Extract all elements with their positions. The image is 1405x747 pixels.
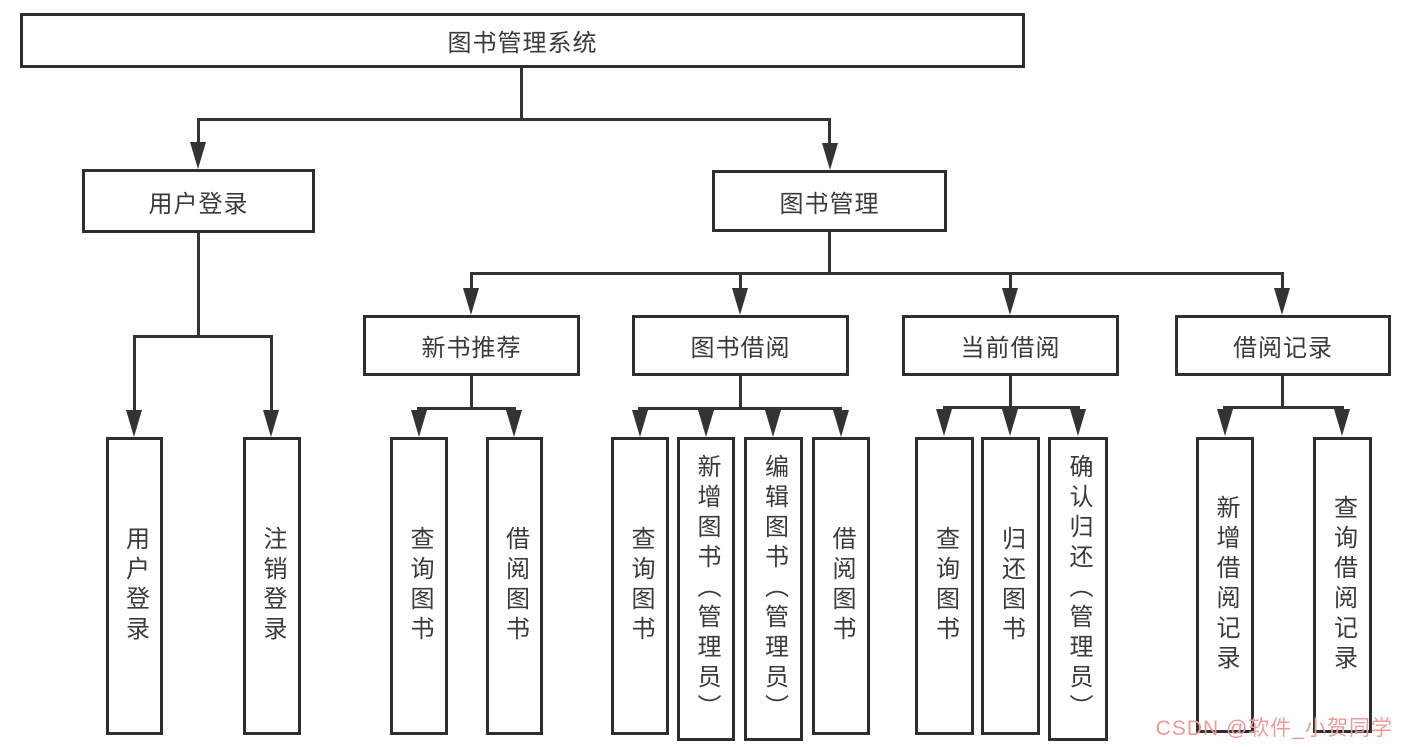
arrowhead-logout <box>263 410 279 437</box>
leaf-query-books-recommend: 查询图书 <box>390 437 448 735</box>
leaf-query-borrow-record-label: 查询借阅记录 <box>1329 495 1357 675</box>
node-book-borrowing: 图书借阅 <box>632 315 849 376</box>
arrowhead-new-book-recommend <box>463 288 479 315</box>
connector-borrow-records-stem <box>1281 376 1284 406</box>
leaf-add-books-admin: 新增图书（管理员） <box>677 437 735 741</box>
leaf-add-borrow-record-label: 新增借阅记录 <box>1212 495 1239 675</box>
connector-drop-new-book-recommend <box>470 275 473 290</box>
leaf-confirm-return-admin: 确认归还（管理员） <box>1048 437 1108 741</box>
node-new-book-recommend-label: 新书推荐 <box>421 335 522 362</box>
node-root: 图书管理系统 <box>20 13 1025 68</box>
node-current-borrowing: 当前借阅 <box>902 315 1119 376</box>
watermark: CSDN @软件_小贺同学 <box>1155 717 1393 740</box>
connector-drop-borrow-records <box>1281 275 1284 290</box>
leaf-query-books-current: 查询图书 <box>915 437 974 735</box>
leaf-logout: 注销登录 <box>243 437 301 735</box>
arrowhead-bb-borrow <box>833 410 849 437</box>
node-user-login-label: 用户登录 <box>148 190 249 218</box>
arrowhead-book-management <box>822 143 838 170</box>
leaf-borrow-books-borrowing: 借阅图书 <box>812 437 870 735</box>
leaf-query-books-borrowing-label: 查询图书 <box>627 526 654 646</box>
node-user-login: 用户登录 <box>82 169 315 233</box>
connector-new-book-stem <box>470 376 473 407</box>
node-book-management: 图书管理 <box>712 170 947 232</box>
leaf-user-login-label: 用户登录 <box>121 526 149 646</box>
node-root-label: 图书管理系统 <box>447 30 598 57</box>
connector-drop-login <box>133 338 136 412</box>
arrowhead-cb-confirm <box>1070 409 1086 436</box>
leaf-user-login: 用户登录 <box>106 437 163 735</box>
arrowhead-br-query <box>1334 409 1350 436</box>
connector-user-login-bar <box>133 335 273 338</box>
arrowhead-nb-borrow <box>506 410 522 437</box>
arrowhead-bb-edit <box>765 410 781 437</box>
connector-drop-logout <box>270 338 273 412</box>
node-book-borrowing-label: 图书借阅 <box>690 335 791 362</box>
arrowhead-book-borrowing <box>732 288 748 315</box>
arrowhead-current-borrowing <box>1002 288 1018 315</box>
arrowhead-user-login <box>190 142 206 169</box>
connector-book-management-stem <box>828 232 831 272</box>
connector-book-borrowing-bar <box>638 407 841 410</box>
connector-drop-book-management <box>828 118 831 144</box>
arrowhead-cb-return <box>1002 409 1018 436</box>
leaf-return-books: 归还图书 <box>981 437 1040 735</box>
connector-drop-current-borrowing <box>1009 275 1012 290</box>
connector-drop-book-borrowing <box>739 275 742 290</box>
node-new-book-recommend: 新书推荐 <box>363 315 580 376</box>
arrowhead-bb-add <box>698 410 714 437</box>
leaf-borrow-books-recommend-label: 借阅图书 <box>501 526 529 646</box>
node-borrow-records: 借阅记录 <box>1175 315 1391 376</box>
leaf-query-borrow-record: 查询借阅记录 <box>1313 437 1372 733</box>
leaf-return-books-label: 归还图书 <box>997 526 1025 646</box>
connector-new-book-bar <box>417 407 516 410</box>
leaf-edit-books-admin: 编辑图书（管理员） <box>744 437 803 741</box>
leaf-query-books-recommend-label: 查询图书 <box>406 526 433 646</box>
node-borrow-records-label: 借阅记录 <box>1233 335 1333 362</box>
leaf-query-books-current-label: 查询图书 <box>931 526 959 646</box>
leaf-edit-books-admin-label: 编辑图书（管理员） <box>760 454 788 724</box>
node-book-management-label: 图书管理 <box>779 190 880 218</box>
arrowhead-bb-query <box>632 410 648 437</box>
arrowhead-br-add <box>1217 409 1233 436</box>
arrowhead-nb-query <box>411 410 427 437</box>
leaf-logout-label: 注销登录 <box>259 526 286 646</box>
connector-drop-user-login <box>197 118 200 144</box>
arrowhead-cb-query <box>936 409 952 436</box>
leaf-borrow-books-recommend: 借阅图书 <box>486 437 543 735</box>
connector-level3-bar <box>470 272 1284 275</box>
connector-level2-bar <box>197 118 831 121</box>
connector-user-login-stem <box>197 233 200 335</box>
arrowhead-login <box>126 410 142 437</box>
connector-borrow-records-bar <box>1223 406 1344 409</box>
connector-current-borrowing-stem <box>1009 376 1012 406</box>
leaf-borrow-books-borrowing-label: 借阅图书 <box>828 526 855 646</box>
leaf-add-borrow-record: 新增借阅记录 <box>1196 437 1254 733</box>
leaf-add-books-admin-label: 新增图书（管理员） <box>693 454 720 724</box>
leaf-confirm-return-admin-label: 确认归还（管理员） <box>1065 454 1092 724</box>
connector-book-borrowing-stem <box>739 376 742 407</box>
arrowhead-borrow-records <box>1274 288 1290 315</box>
leaf-query-books-borrowing: 查询图书 <box>611 437 669 735</box>
connector-root-stem <box>520 68 523 118</box>
node-current-borrowing-label: 当前借阅 <box>960 335 1061 362</box>
